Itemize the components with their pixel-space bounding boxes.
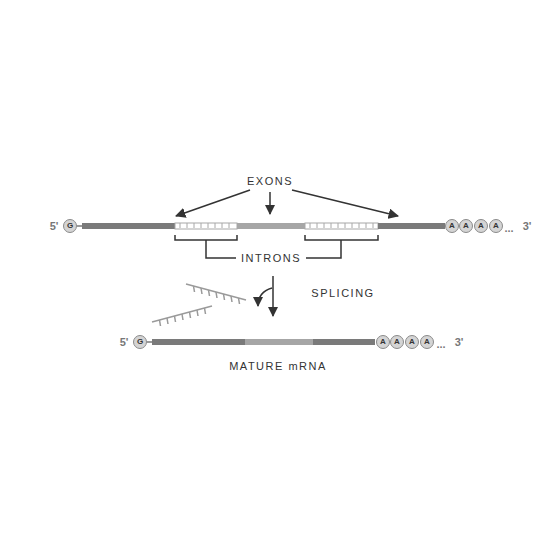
intron-tick bbox=[167, 318, 168, 324]
circle-letter: A bbox=[380, 338, 386, 346]
intron-tick bbox=[338, 223, 339, 228]
splicing-label: SPLICING bbox=[311, 288, 374, 299]
poly-a-circle: A bbox=[474, 219, 488, 233]
cap-circle: G bbox=[133, 335, 147, 349]
intron-tick bbox=[352, 223, 353, 228]
mature-mrna-strand bbox=[147, 339, 375, 345]
poly-a-circle: A bbox=[376, 335, 390, 349]
poly-a-circle: A bbox=[459, 219, 473, 233]
intron-tick bbox=[194, 286, 195, 292]
exon-segment bbox=[152, 339, 245, 345]
intron-tick bbox=[205, 308, 206, 314]
intron-tick bbox=[324, 223, 325, 228]
five-prime-label: 5' bbox=[120, 337, 129, 348]
poly-a-circle: A bbox=[445, 219, 459, 233]
intron-tick bbox=[194, 223, 195, 228]
intron-segment bbox=[305, 223, 378, 229]
circle-letter: A bbox=[463, 222, 469, 230]
excised-introns bbox=[152, 284, 246, 326]
poly-a-circle: A bbox=[489, 219, 503, 233]
intron-tick bbox=[201, 288, 202, 294]
splicing-arrow bbox=[258, 276, 273, 316]
intron-tick bbox=[239, 298, 240, 304]
intron-tick bbox=[317, 223, 318, 228]
pre-mrna-strand bbox=[77, 223, 445, 229]
intron-tick bbox=[222, 223, 223, 228]
intron-tick bbox=[209, 290, 210, 296]
circle-letter: G bbox=[137, 338, 143, 346]
circle-letter: A bbox=[424, 338, 430, 346]
three-prime-label: 3' bbox=[523, 221, 532, 232]
circle-letter: A bbox=[409, 338, 415, 346]
intron-tick bbox=[224, 294, 225, 300]
exon-segment bbox=[378, 223, 445, 229]
intron-tick bbox=[345, 223, 346, 228]
intron-tick bbox=[229, 223, 230, 228]
exon-segment bbox=[313, 339, 375, 345]
ellipsis: ... bbox=[436, 339, 445, 350]
excised-intron bbox=[186, 284, 246, 300]
three-prime-label: 3' bbox=[455, 337, 464, 348]
circle-letter: A bbox=[449, 222, 455, 230]
poly-a-circle: A bbox=[420, 335, 434, 349]
poly-a-circle: A bbox=[390, 335, 404, 349]
five-prime-label: 5' bbox=[50, 221, 59, 232]
mature-mrna-label: MATURE mRNA bbox=[229, 361, 327, 372]
circle-letter: G bbox=[67, 222, 73, 230]
exon-segment bbox=[237, 223, 305, 229]
intron-tick bbox=[359, 223, 360, 228]
ellipsis: ... bbox=[504, 223, 513, 234]
intron-tick bbox=[366, 223, 367, 228]
exon-segment bbox=[82, 223, 175, 229]
intron-tick bbox=[231, 296, 232, 302]
intron-tick bbox=[197, 310, 198, 316]
intron-tick bbox=[190, 312, 191, 318]
intron-tick bbox=[201, 223, 202, 228]
intron-tick bbox=[215, 223, 216, 228]
circle-letter: A bbox=[478, 222, 484, 230]
exons-label: EXONS bbox=[247, 176, 293, 187]
intron-tick bbox=[331, 223, 332, 228]
poly-a-circle: A bbox=[405, 335, 419, 349]
intron-tick bbox=[160, 320, 161, 326]
intron-tick bbox=[208, 223, 209, 228]
introns-label: INTRONS bbox=[241, 253, 301, 264]
intron-tick bbox=[182, 314, 183, 320]
cap-circle: G bbox=[63, 219, 77, 233]
intron-tick bbox=[180, 223, 181, 228]
circle-letter: A bbox=[493, 222, 499, 230]
intron-tick bbox=[187, 223, 188, 228]
intron-tick bbox=[175, 316, 176, 322]
exon-segment bbox=[245, 339, 313, 345]
intron-tick bbox=[310, 223, 311, 228]
intron-tick bbox=[216, 292, 217, 298]
circle-letter: A bbox=[394, 338, 400, 346]
excised-intron bbox=[152, 306, 212, 322]
intron-segment bbox=[175, 223, 237, 229]
exon-pointer-arrows bbox=[176, 190, 398, 216]
intron-tick bbox=[373, 223, 374, 228]
